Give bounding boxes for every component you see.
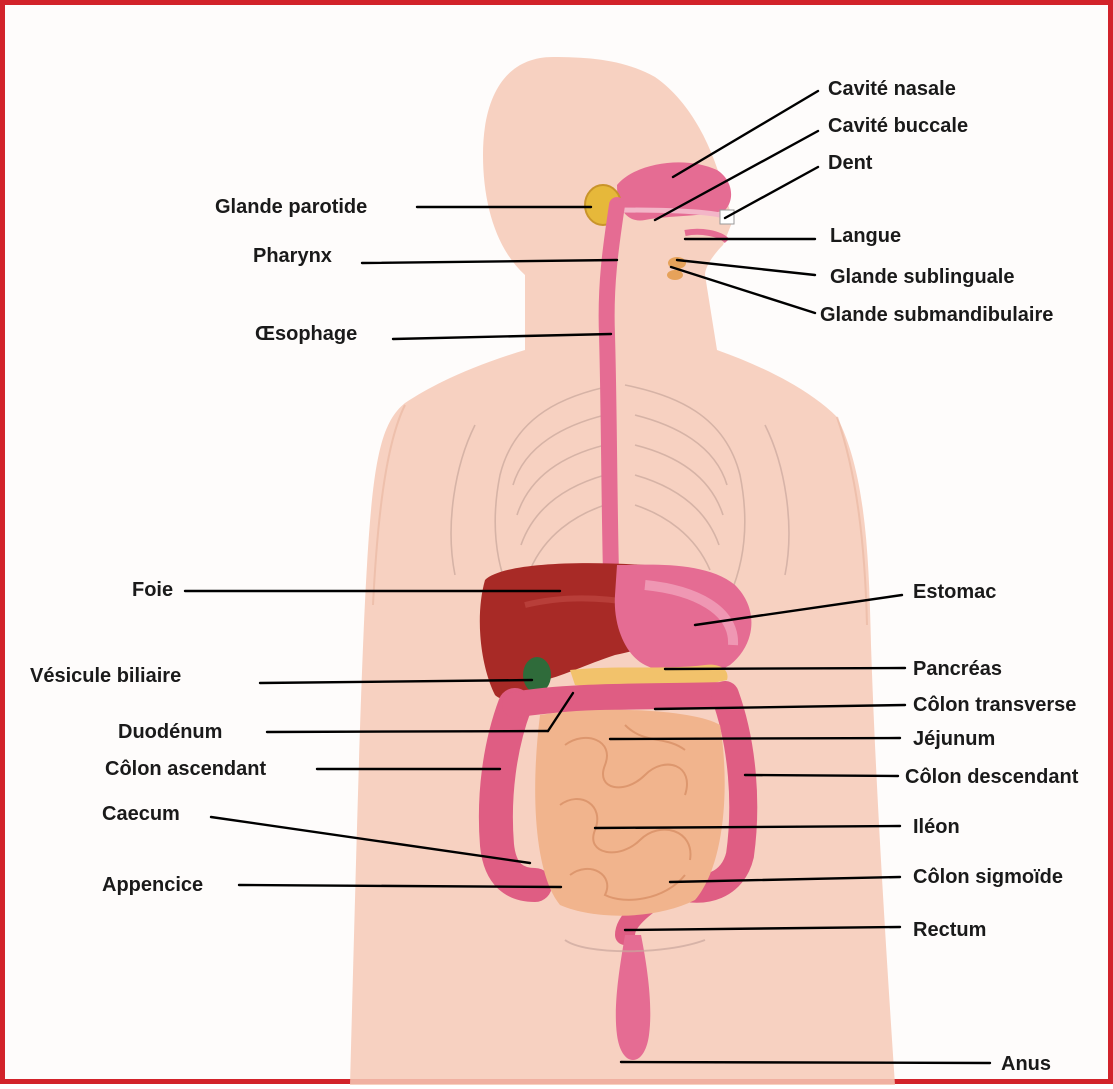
label-caecum: Caecum bbox=[102, 803, 180, 825]
transverse-colon-shape bbox=[515, 695, 725, 705]
label-cavite-nasale: Cavité nasale bbox=[828, 78, 956, 100]
small-intestine-shape bbox=[535, 710, 725, 916]
label-dent: Dent bbox=[828, 152, 873, 174]
label-vesicule-biliaire: Vésicule biliaire bbox=[30, 665, 181, 687]
label-cavite-buccale: Cavité buccale bbox=[828, 115, 968, 137]
label-duodenum: Duodénum bbox=[118, 721, 222, 743]
leader-pancreas bbox=[665, 668, 905, 669]
label-estomac: Estomac bbox=[913, 581, 996, 603]
leader-colon-descendant bbox=[745, 775, 898, 776]
leader-jejunum bbox=[610, 738, 900, 739]
label-appencice: Appencice bbox=[102, 874, 203, 896]
label-rectum: Rectum bbox=[913, 919, 986, 941]
label-ileon: Iléon bbox=[913, 816, 960, 838]
label-jejunum: Jéjunum bbox=[913, 728, 995, 750]
label-pharynx: Pharynx bbox=[253, 245, 332, 267]
label-glande-submandibulaire: Glande submandibulaire bbox=[820, 304, 1053, 326]
leader-duodenum-h bbox=[267, 731, 548, 732]
label-oesophage: Œsophage bbox=[255, 323, 357, 345]
label-glande-parotide: Glande parotide bbox=[215, 196, 367, 218]
label-colon-ascendant: Côlon ascendant bbox=[105, 758, 266, 780]
label-langue: Langue bbox=[830, 225, 901, 247]
label-anus: Anus bbox=[1001, 1053, 1051, 1075]
digestive-system-diagram: Cavité nasale Cavité buccale Dent Glande… bbox=[5, 5, 1113, 1089]
label-colon-transverse: Côlon transverse bbox=[913, 694, 1076, 716]
label-foie: Foie bbox=[132, 579, 173, 601]
leader-anus bbox=[621, 1062, 990, 1063]
label-colon-sigmoide: Côlon sigmoïde bbox=[913, 866, 1063, 888]
label-glande-sublinguale: Glande sublinguale bbox=[830, 266, 1014, 288]
label-pancreas: Pancréas bbox=[913, 658, 1002, 680]
label-colon-descendant: Côlon descendant bbox=[905, 766, 1079, 788]
